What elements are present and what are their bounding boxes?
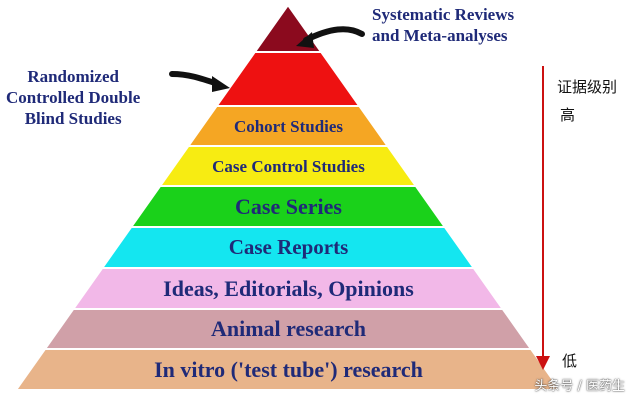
tier-label: Case Control Studies	[212, 156, 365, 176]
second-callout-arrowhead	[212, 76, 230, 92]
callout-line: Blind Studies	[24, 109, 122, 128]
callout-line: and Meta-analyses	[372, 26, 508, 45]
callout-systematic-reviews: Systematic Reviews and Meta-analyses	[372, 4, 514, 46]
callout-line: Randomized	[27, 67, 119, 86]
callout-randomized-controlled: Randomized Controlled Double Blind Studi…	[6, 66, 140, 129]
pyramid-tier-2	[214, 51, 362, 107]
evidence-high-label: 高	[560, 106, 576, 124]
callout-line: Systematic Reviews	[372, 5, 515, 24]
tier-label: In vitro ('test tube') research	[154, 356, 423, 382]
callout-line: Controlled Double	[6, 88, 141, 107]
tier-label: Case Series	[235, 193, 342, 219]
top-callout-arrow	[303, 26, 365, 43]
pyramid-tiers	[14, 3, 562, 391]
callout-arrows	[169, 26, 365, 92]
tier-label: Cohort Studies	[233, 116, 344, 136]
evidence-level-label: 证据级别	[557, 78, 618, 96]
tier-label: Animal research	[211, 316, 366, 341]
second-callout-arrow	[169, 71, 221, 87]
pyramid-tier-9	[14, 348, 562, 391]
evidence-axis-arrowhead	[536, 356, 550, 370]
watermark: 头条号 / 医药生	[534, 379, 625, 394]
tier-label: Ideas, Editorials, Opinions	[163, 275, 414, 301]
evidence-low-label: 低	[562, 352, 578, 370]
evidence-level-axis	[536, 66, 550, 370]
top-callout-arrowhead	[296, 32, 314, 48]
tier-label: Case Reports	[228, 235, 349, 259]
